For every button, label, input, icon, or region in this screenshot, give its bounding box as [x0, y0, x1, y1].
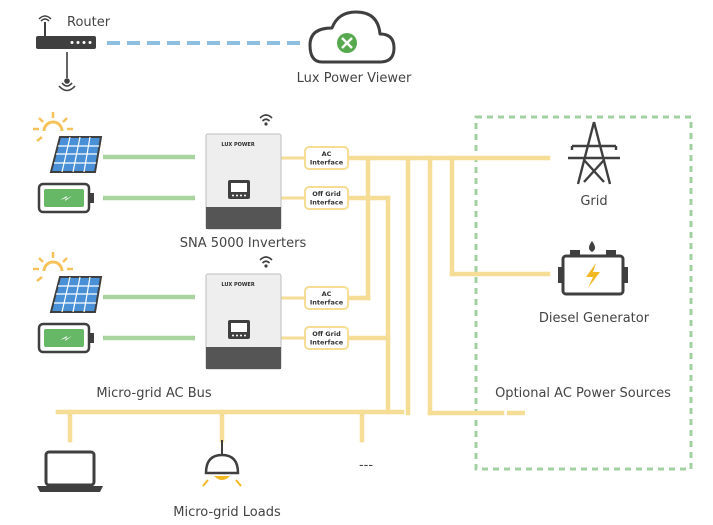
svg-text:Interface: Interface — [310, 199, 344, 207]
optional-sources-box — [474, 115, 693, 471]
inverters-label: SNA 5000 Inverters — [180, 236, 307, 251]
dc-lines — [103, 154, 195, 341]
loads-label: Micro-grid Loads — [173, 505, 281, 520]
ac-bus-label: Micro-grid AC Bus — [96, 386, 212, 401]
inverter-brand: LUX POWER — [221, 282, 255, 288]
battery-icon — [37, 182, 94, 214]
battery-icon — [37, 322, 94, 354]
router-icon — [36, 15, 96, 49]
wifi-icon — [259, 256, 273, 268]
svg-text:AC: AC — [322, 290, 332, 298]
svg-text:Interface: Interface — [310, 299, 344, 307]
solar-panel-icon — [49, 276, 103, 313]
diesel-label: Diesel Generator — [539, 311, 650, 326]
inverter-unit: LUX POWER — [205, 273, 282, 370]
grid-label: Grid — [580, 194, 607, 209]
wifi-icon — [259, 114, 273, 126]
router-wifi-icon — [58, 52, 76, 92]
cloud-icon — [308, 10, 396, 64]
router-label: Router — [67, 15, 111, 30]
offgrid-interface-tag: Off Grid Interface — [304, 326, 349, 350]
svg-text:AC: AC — [322, 150, 332, 158]
svg-text:Off Grid: Off Grid — [312, 330, 341, 338]
ac-bus-wiring — [55, 155, 551, 443]
svg-text:Interface: Interface — [310, 339, 344, 347]
laptop-icon — [37, 450, 103, 492]
inverter-brand: LUX POWER — [221, 142, 255, 148]
ceiling-lamp-icon — [202, 440, 242, 487]
optional-sources-label: Optional AC Power Sources — [495, 386, 671, 401]
inverter-interface-wires — [281, 156, 305, 340]
power-tower-icon — [568, 121, 620, 185]
solar-panel-icon — [49, 136, 103, 173]
ac-interface-tag: AC Interface — [304, 146, 349, 170]
cloud-label: Lux Power Viewer — [297, 71, 412, 86]
inverter-unit: LUX POWER — [205, 133, 282, 230]
offgrid-interface-tag: Off Grid Interface — [304, 186, 349, 210]
ac-interface-tag: AC Interface — [304, 286, 349, 310]
diesel-generator-icon — [558, 241, 628, 296]
svg-text:Interface: Interface — [310, 159, 344, 167]
svg-text:Off Grid: Off Grid — [312, 190, 341, 198]
sun-icon — [33, 252, 73, 282]
sun-icon — [33, 112, 73, 142]
more-loads-indicator: --- — [359, 458, 373, 473]
